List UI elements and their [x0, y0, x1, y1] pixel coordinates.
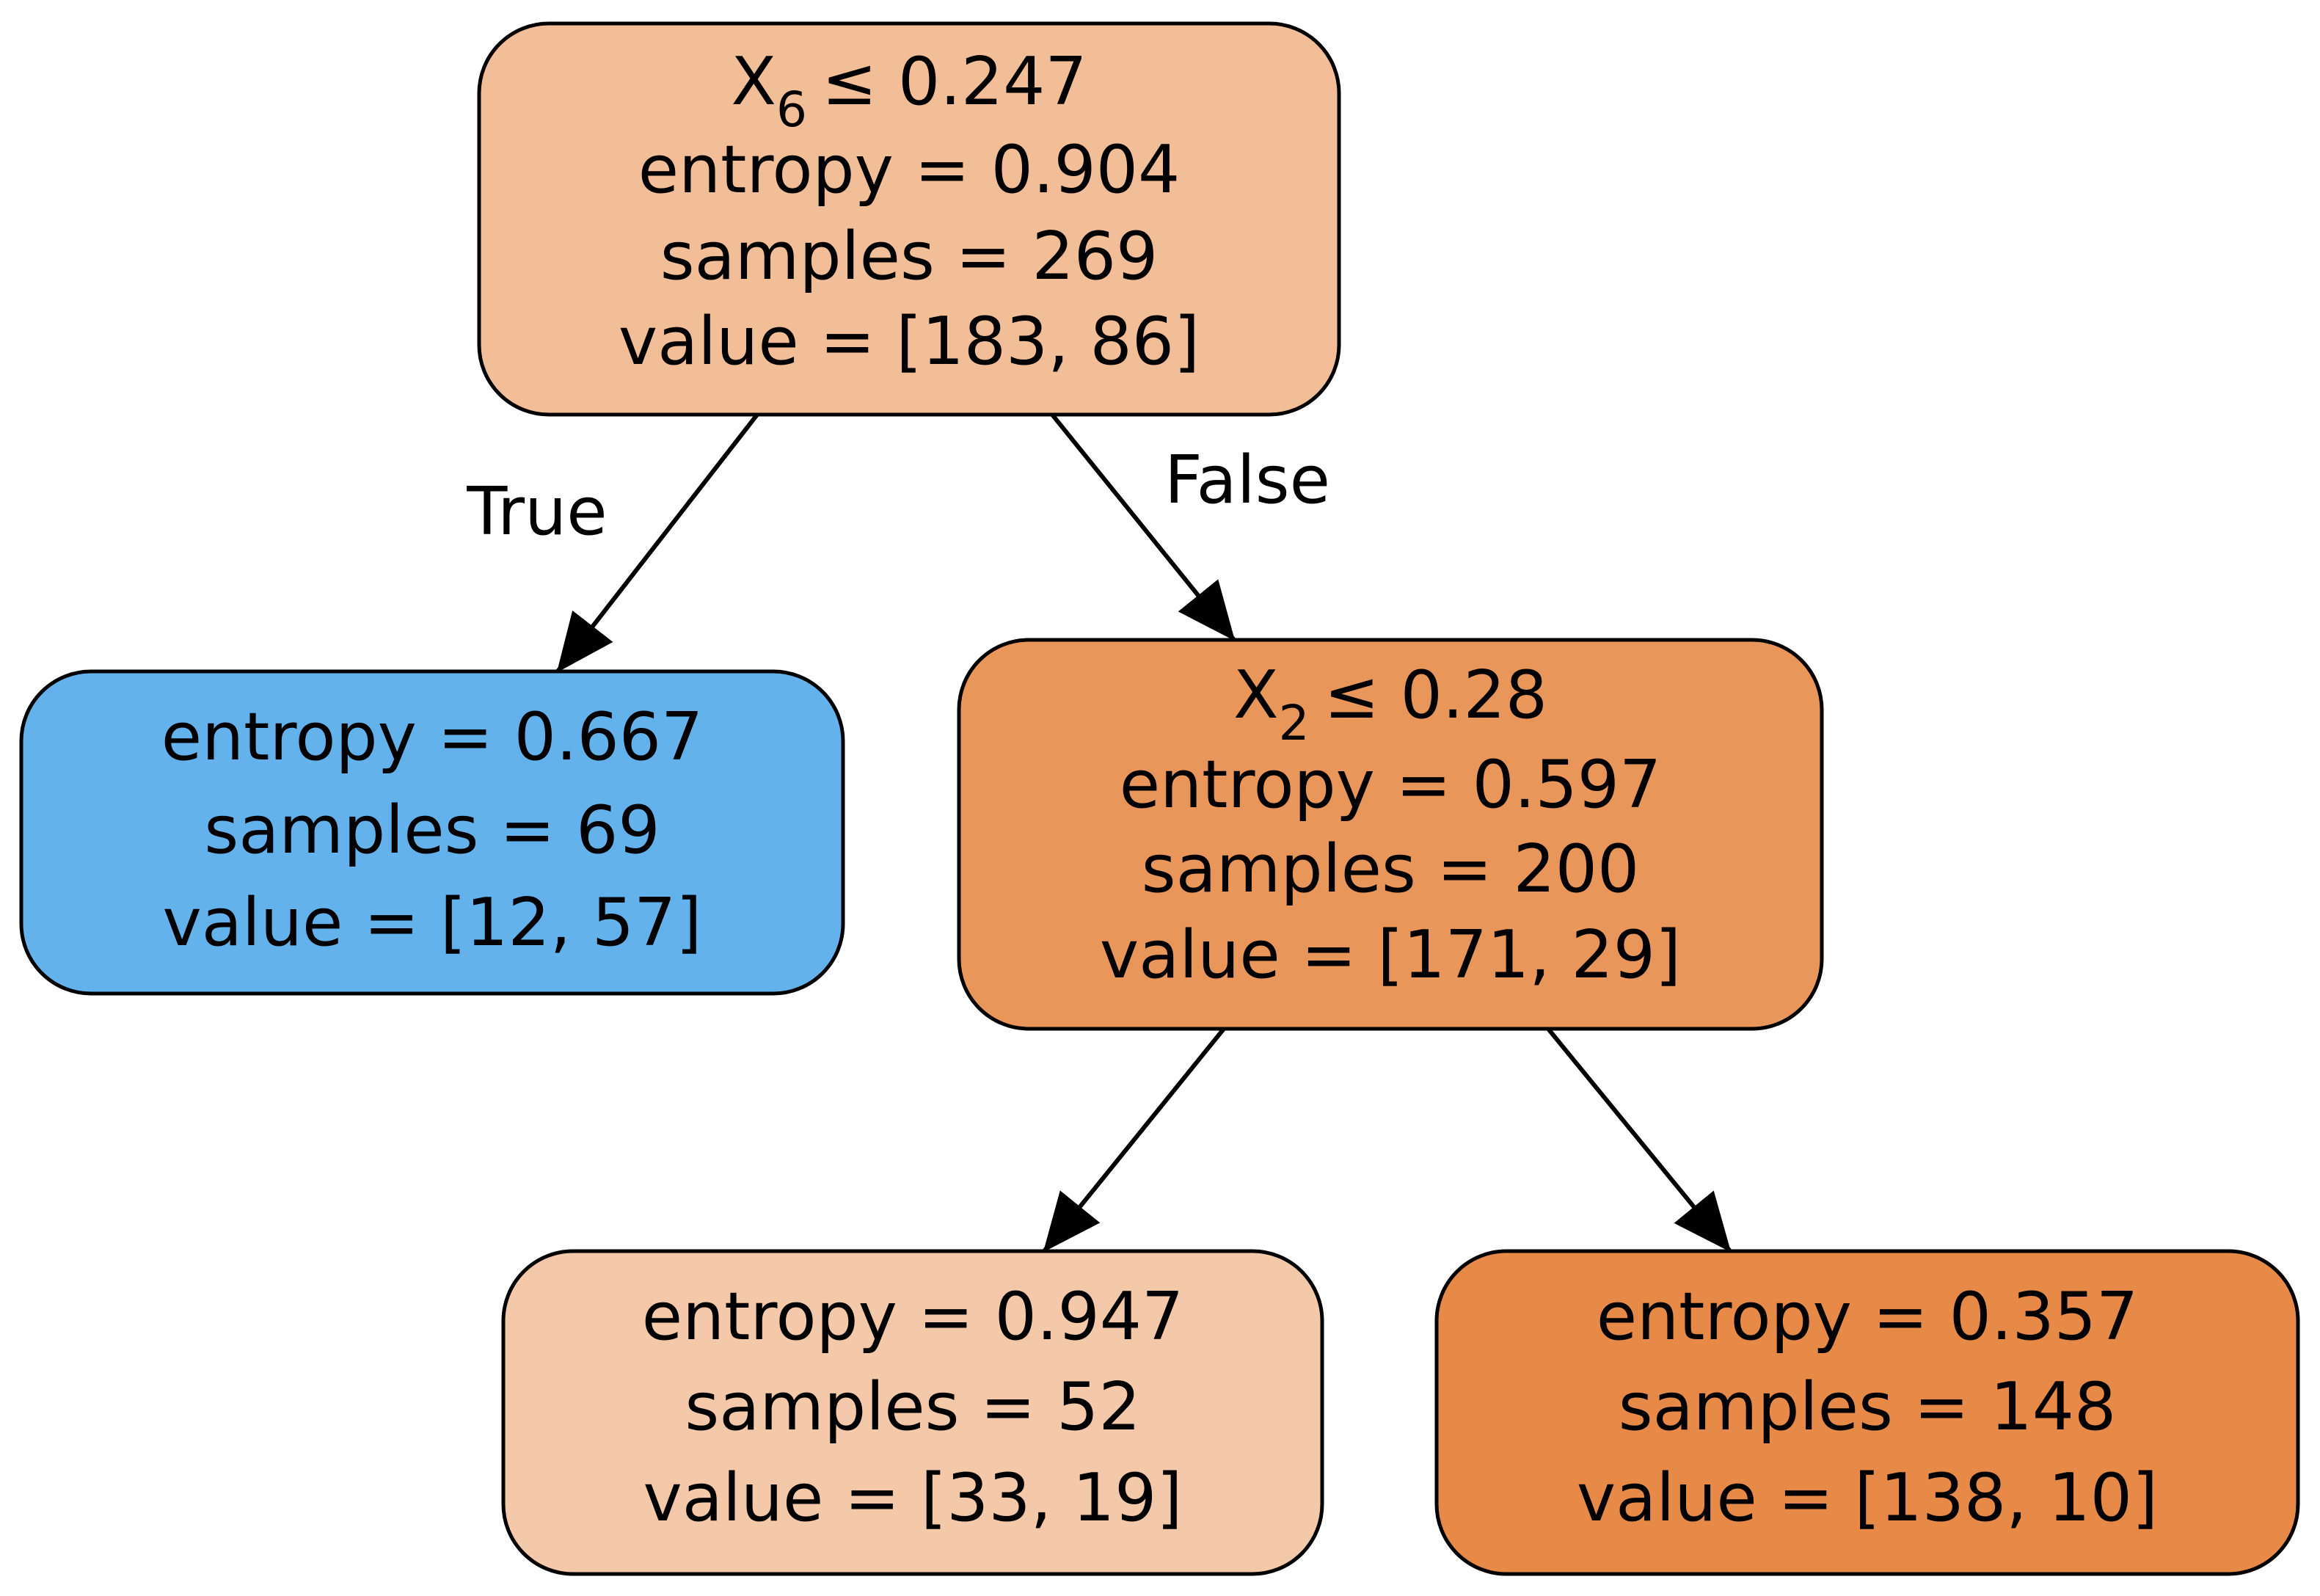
node-right-split: X2≤ 0.28 entropy = 0.597 samples = 200 v… [957, 638, 1824, 1031]
node-right-right-leaf: entropy = 0.357 samples = 148 value = [1… [1434, 1249, 2300, 1576]
node-right-left-leaf-box [501, 1249, 1324, 1576]
node-root-threshold: ≤ 0.247 [822, 43, 1087, 120]
true-edge-label: True [466, 473, 607, 550]
node-right-left-leaf-samples: samples = 52 [685, 1369, 1140, 1446]
node-left-leaf: entropy = 0.667 samples = 69 value = [12… [19, 669, 845, 996]
node-right-split-feature-index: 2 [1279, 695, 1310, 751]
node-root: X6≤ 0.247 entropy = 0.904 samples = 269 … [477, 21, 1341, 417]
node-right-split-condition: X2≤ 0.28 [1233, 657, 1547, 751]
node-root-split-condition: X6 ≤ 0.247 [731, 43, 1087, 138]
false-edge-label: False [1164, 442, 1330, 519]
node-root-feature-index: 6 [776, 81, 807, 138]
node-right-right-leaf-value: value = [138, 10] [1577, 1460, 2158, 1537]
node-root-feature: X [731, 43, 776, 120]
edges: True False [466, 413, 1732, 1253]
node-right-left-leaf-entropy: entropy = 0.947 [642, 1278, 1183, 1355]
node-left-leaf-samples: samples = 69 [204, 792, 660, 869]
edge-root-to-left-leaf [555, 413, 759, 673]
node-left-leaf-value: value = [12, 57] [163, 884, 702, 961]
edge-right-split-to-right-left-leaf [1042, 1027, 1226, 1253]
node-right-split-samples: samples = 200 [1142, 831, 1640, 908]
node-right-left-leaf-value: value = [33, 19] [643, 1460, 1183, 1537]
node-right-split-value: value = [171, 29] [1100, 917, 1681, 994]
node-right-right-leaf-entropy: entropy = 0.357 [1597, 1278, 2138, 1355]
node-right-split-threshold: ≤ 0.28 [1324, 657, 1547, 734]
node-root-box [477, 21, 1341, 417]
node-right-left-leaf: entropy = 0.947 samples = 52 value = [33… [501, 1249, 1324, 1576]
node-root-entropy: entropy = 0.904 [638, 131, 1180, 208]
node-right-right-leaf-samples: samples = 148 [1619, 1369, 2117, 1446]
node-root-value: value = [183, 86] [619, 303, 1200, 380]
node-root-samples: samples = 269 [660, 218, 1159, 295]
node-right-right-leaf-box [1434, 1249, 2300, 1576]
edge-root-to-right-split [1050, 413, 1236, 641]
node-right-split-box [957, 638, 1824, 1031]
node-left-leaf-box [19, 669, 845, 996]
node-right-split-entropy: entropy = 0.597 [1120, 746, 1661, 823]
edge-right-split-to-right-right-leaf [1546, 1027, 1732, 1253]
node-left-leaf-entropy: entropy = 0.667 [161, 699, 703, 776]
node-right-split-feature: X [1233, 657, 1279, 734]
